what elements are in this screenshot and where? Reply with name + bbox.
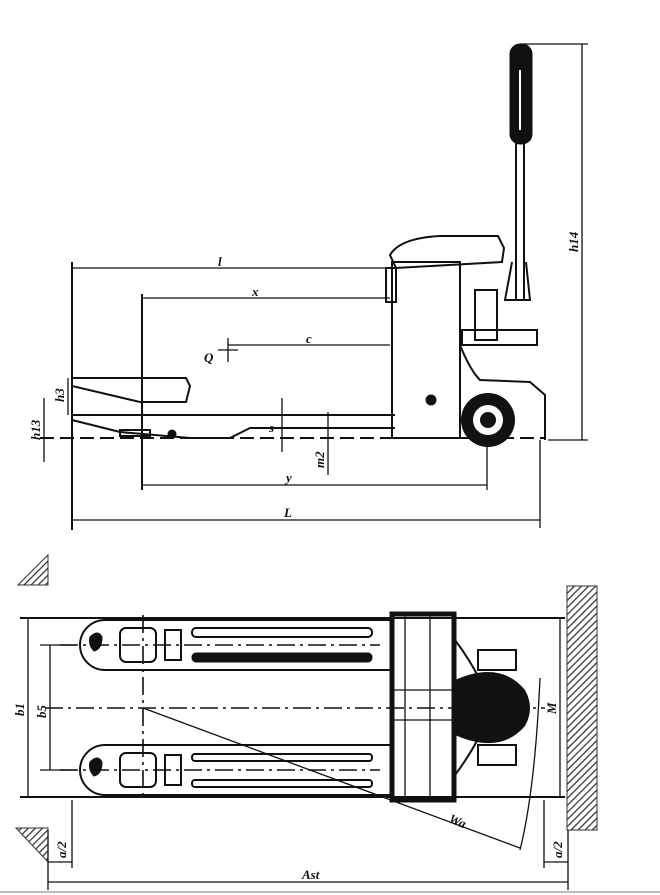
dim-h14-label: h14 [566, 231, 581, 252]
fork-bottom [60, 744, 393, 796]
dim-l-label: l [218, 254, 222, 269]
hatch-corner-top [16, 553, 49, 586]
dim-wa-label: Wa [447, 811, 469, 831]
hatch-corner-bottom [14, 827, 49, 864]
dim-L-label: L [283, 505, 292, 520]
raised-fork [71, 377, 192, 403]
lowered-fork [71, 414, 395, 439]
dim-a2-right-label: a/2 [550, 841, 565, 858]
tiller-handle [503, 43, 533, 301]
dim-b5-label: b5 [34, 705, 49, 719]
dim-m2-label: m2 [312, 451, 327, 468]
dim-b1-label: b1 [12, 703, 27, 716]
fork-top [60, 619, 393, 671]
top-view: Wa b1 b5 M a/2 a/2 Ast [12, 553, 598, 890]
dim-y-label: y [284, 470, 292, 485]
dim-x-label: x [251, 284, 259, 299]
dim-c-label: c [306, 331, 312, 346]
dim-h13-label: h13 [28, 419, 43, 440]
drive-wheel [461, 393, 515, 447]
dim-h3-label: h3 [52, 388, 67, 402]
wall-hatch [566, 585, 598, 831]
dim-m-label: M [544, 702, 559, 715]
dim-a2-left-label: a/2 [54, 841, 69, 858]
truck-body [385, 235, 546, 440]
load-q-label: Q [204, 350, 214, 365]
side-view: l x c Q h3 h13 s m2 y L h14 [28, 43, 588, 530]
dim-ast-label: Ast [301, 867, 320, 882]
chassis-top [389, 611, 530, 803]
dim-s-label: s [268, 420, 274, 435]
